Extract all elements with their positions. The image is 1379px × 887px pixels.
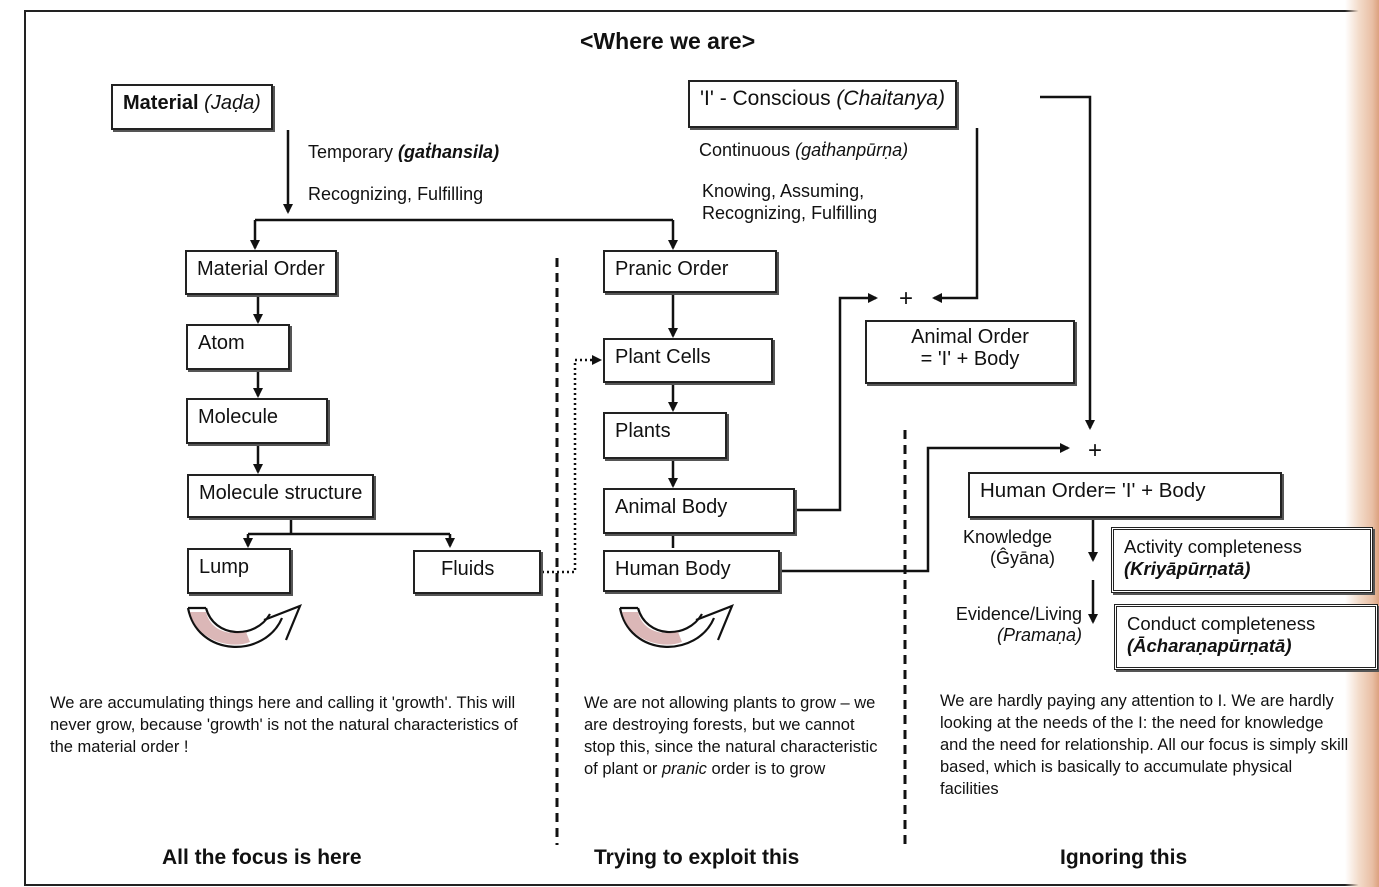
structure-split-line xyxy=(248,518,450,536)
left-paragraph: We are accumulating things here and call… xyxy=(50,694,518,756)
material-box: Material (Jaḍa) xyxy=(111,84,273,130)
diagram-title: <Where we are> xyxy=(580,28,756,54)
conscious-to-human-order xyxy=(1040,95,1095,430)
middle-paragraph: We are not allowing plants to grow – we … xyxy=(584,694,878,778)
fluids-to-cells-dotted xyxy=(542,355,602,574)
right-paragraph: We are hardly paying any attention to I.… xyxy=(940,692,1349,798)
conscious-to-animal-order xyxy=(932,128,979,303)
recognizing-fulfilling-label: Recognizing, Fulfilling xyxy=(308,184,484,204)
cycle-arrow-left xyxy=(186,604,302,648)
animal-order-line2: = 'I' + Body xyxy=(920,348,1020,370)
knowledge-label: Knowledge (Ĝyāna) xyxy=(962,527,1056,568)
material-order-box: Material Order xyxy=(185,250,337,295)
plant-cells-box: Plant Cells xyxy=(603,338,773,383)
human-body-box: Human Body xyxy=(603,550,780,592)
plus-animal: + xyxy=(899,285,914,312)
footer-right: Ignoring this xyxy=(1060,846,1188,869)
plants-box: Plants xyxy=(603,412,727,459)
activity-completeness-box: Activity completeness (Kriyāpūrṇatā) xyxy=(1111,527,1373,593)
footer-left: All the focus is here xyxy=(162,846,362,869)
cycle-arrow-middle xyxy=(618,604,734,648)
molecule-box: Molecule xyxy=(186,398,328,444)
conscious-label: 'I' - Conscious xyxy=(700,87,831,110)
knowing-assuming-label: Knowing, Assuming, xyxy=(702,181,865,201)
plus-human: + xyxy=(1088,437,1103,464)
pranic-order-box: Pranic Order xyxy=(603,250,777,293)
page-edge-stain xyxy=(1345,0,1379,887)
conscious-term: (Chaitanya) xyxy=(836,87,945,110)
recognizing-fulfilling-label-2: Recognizing, Fulfilling xyxy=(702,203,878,223)
animal-order-line1: Animal Order xyxy=(911,326,1029,348)
conduct-completeness-box: Conduct completeness (Ācharaṇapūrṇatā) xyxy=(1114,604,1378,670)
fluids-box: Fluids xyxy=(413,550,541,594)
animal-body-to-animal-order xyxy=(795,293,878,512)
human-body-to-human-order xyxy=(780,443,1070,573)
conscious-box: 'I' - Conscious (Chaitanya) xyxy=(688,80,957,128)
lump-box: Lump xyxy=(187,548,291,594)
human-order-box: Human Order= 'I' + Body xyxy=(968,472,1282,518)
continuous-label: Continuous (gaṫhanpūrṇa) xyxy=(699,140,909,160)
animal-order-box: Animal Order = 'I' + Body xyxy=(865,320,1075,384)
animal-body-box: Animal Body xyxy=(603,488,795,534)
evidence-label: Evidence/Living (Pramaṇa) xyxy=(955,604,1082,645)
material-label: Material xyxy=(123,92,199,114)
footer-middle: Trying to exploit this xyxy=(594,846,800,869)
atom-box: Atom xyxy=(186,324,290,370)
material-term: (Jaḍa) xyxy=(204,92,261,114)
diagram-frame xyxy=(24,10,1362,886)
temporary-label: Temporary (gaṫhansila) xyxy=(308,142,500,162)
molecule-structure-box: Molecule structure xyxy=(187,474,375,518)
